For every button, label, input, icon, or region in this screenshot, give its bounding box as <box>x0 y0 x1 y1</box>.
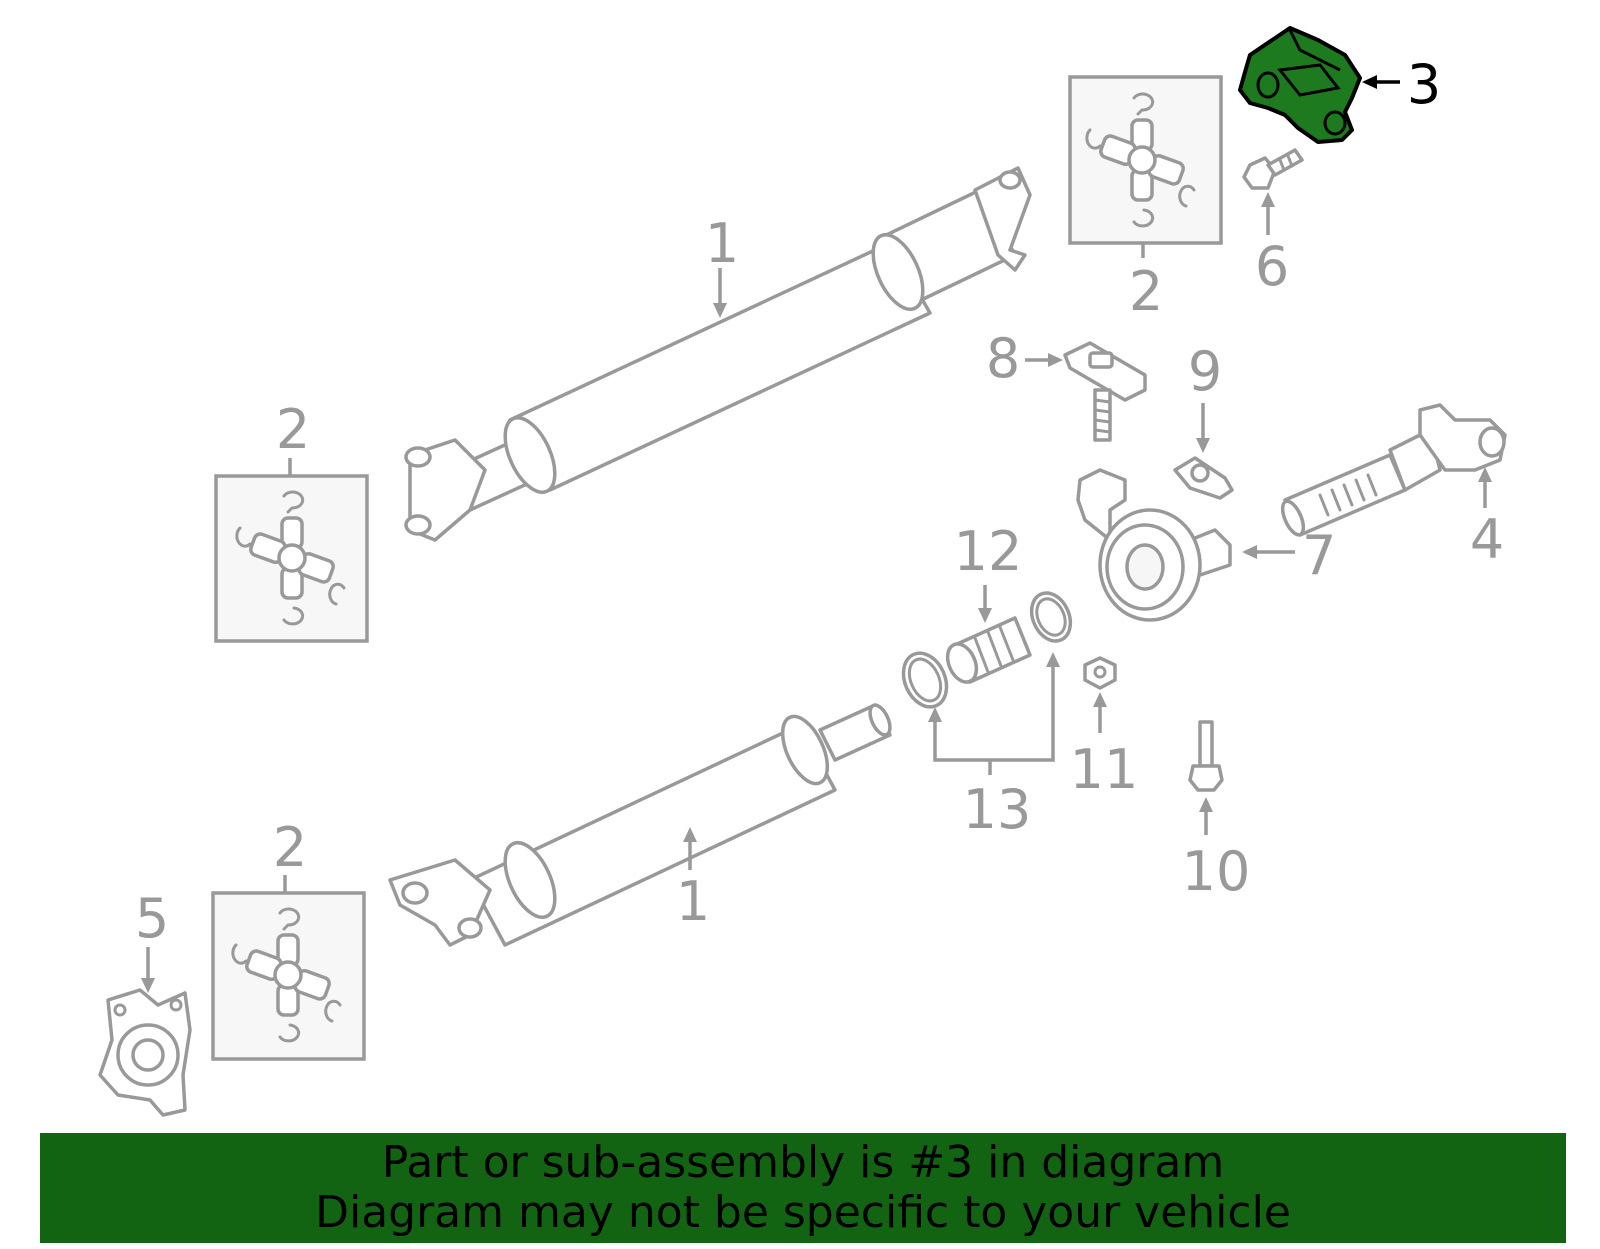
banner-line-2: Diagram may not be specific to your vehi… <box>315 1187 1291 1238</box>
callout-2-bottom: 2 <box>273 816 307 879</box>
lower-driveshaft <box>388 703 892 947</box>
ujoint-kit-top <box>1068 75 1223 245</box>
upper-driveshaft <box>404 166 1032 542</box>
callout-10: 10 <box>1182 840 1251 903</box>
part-7-center-bearing <box>1076 468 1232 622</box>
ujoint-kit-left <box>214 474 369 643</box>
callout-1-upper: 1 <box>705 212 739 275</box>
part-13-clamps <box>901 591 1073 709</box>
callout-2-top: 2 <box>1129 260 1163 323</box>
callout-7: 7 <box>1302 524 1336 587</box>
callout-3-highlighted: 3 <box>1407 53 1441 116</box>
part-3-bracket-highlighted <box>1238 26 1362 144</box>
part-9-nut-clip <box>1173 456 1234 500</box>
part-12-boot <box>945 616 1032 684</box>
callout-8: 8 <box>986 327 1020 390</box>
callout-13: 13 <box>963 778 1032 841</box>
callout-11: 11 <box>1070 738 1139 801</box>
callout-6: 6 <box>1255 235 1289 298</box>
leader-lines <box>141 75 1492 993</box>
callout-1-lower: 1 <box>676 870 710 933</box>
part-8-clip <box>1063 341 1147 442</box>
callout-5: 5 <box>135 887 169 950</box>
callout-4: 4 <box>1470 508 1504 571</box>
part-5-flange <box>98 988 192 1117</box>
ujoint-kit-bottom <box>211 891 366 1061</box>
part-10-bolt <box>1188 720 1224 792</box>
callout-labels: 1 1 2 2 2 3 4 5 6 7 8 9 10 11 12 13 <box>135 53 1504 950</box>
info-banner: Part or sub-assembly is #3 in diagram Di… <box>40 1133 1566 1243</box>
part-6-bolt <box>1242 148 1304 190</box>
part-11-nut <box>1083 656 1117 690</box>
banner-line-1: Part or sub-assembly is #3 in diagram <box>381 1137 1225 1188</box>
part-4-slip-yoke <box>1280 403 1507 537</box>
callout-2-left: 2 <box>276 398 310 461</box>
callout-9: 9 <box>1188 340 1222 403</box>
callout-12: 12 <box>954 520 1023 583</box>
